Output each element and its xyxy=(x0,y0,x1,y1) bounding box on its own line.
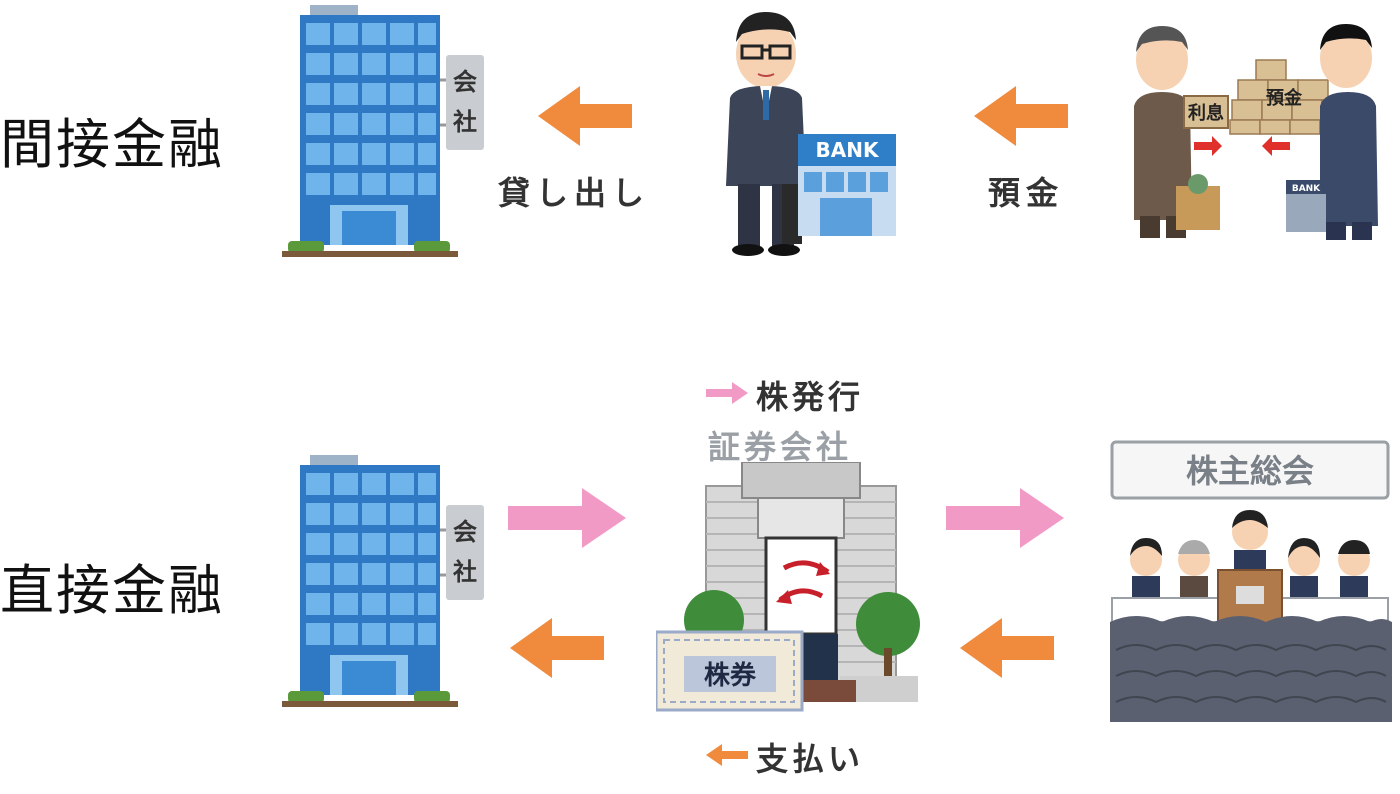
deposit-arrow-icon xyxy=(974,86,1068,146)
company-sign-char: 会 xyxy=(453,518,477,546)
deposit-label: 預金 xyxy=(988,174,1065,212)
company-sign-char: 会 xyxy=(453,68,477,96)
small-bank-sign: BANK xyxy=(1292,184,1321,194)
meeting-sign: 株主総会 xyxy=(1186,452,1314,490)
loan-arrow-icon xyxy=(538,86,632,146)
orange-arrow-legend-icon xyxy=(706,744,748,766)
issue-label: 株発行 xyxy=(756,378,865,416)
company-building-icon: 会 社 xyxy=(282,5,484,257)
issue-arrow-icon xyxy=(946,488,1064,548)
payment-arrow-icon xyxy=(510,618,604,678)
interest-tag: 利息 xyxy=(1188,102,1224,124)
company-sign-char: 社 xyxy=(453,558,477,586)
loan-label: 貸し出し xyxy=(498,174,651,212)
issue-arrow-icon xyxy=(508,488,626,548)
securities-company-label: 証券会社 xyxy=(708,428,853,466)
direct-finance-title: 直接金融 xyxy=(0,559,224,622)
payment-label: 支払い xyxy=(756,740,865,778)
payment-arrow-icon xyxy=(960,618,1054,678)
indirect-finance-title: 間接金融 xyxy=(0,113,224,176)
deposit-tag: 預金 xyxy=(1266,87,1303,109)
shareholders-meeting-icon: 株主総会 xyxy=(1110,440,1392,722)
company-sign-char: 社 xyxy=(453,108,477,136)
banker-with-bank-icon: BANK xyxy=(726,12,896,256)
deposit-exchange-icon: 利息 預金 BANK xyxy=(1134,24,1378,240)
bank-sign: BANK xyxy=(816,138,880,162)
pink-arrow-legend-icon xyxy=(706,382,748,404)
stock-certificate-label: 株券 xyxy=(704,661,757,691)
company-building-icon: 会 社 xyxy=(282,455,484,707)
securities-company-icon: 株券 xyxy=(656,462,920,712)
